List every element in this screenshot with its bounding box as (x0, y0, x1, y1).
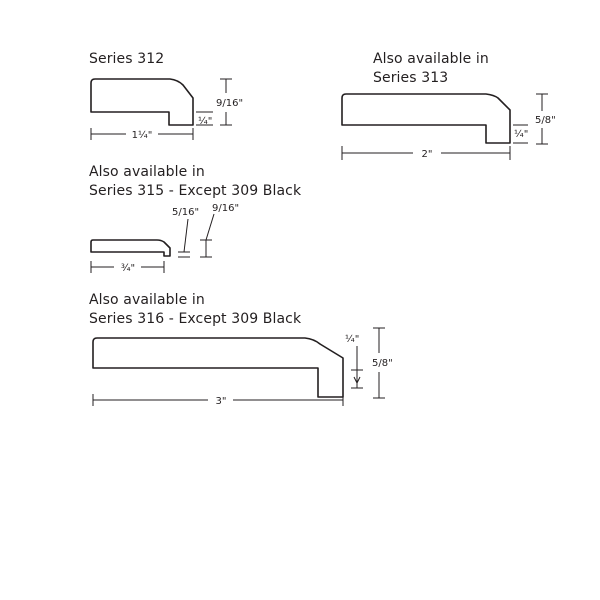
series-313-width-dimension: 2" (341, 146, 511, 160)
series-315-drawing: ¾" 5/16" 9/16" (90, 203, 239, 274)
series-315-caption-line1: Also available in (89, 164, 205, 180)
series-316-caption-line2: Series 316 - Except 309 Black (89, 311, 302, 327)
series-315-height-dimension: 9/16" (200, 203, 239, 258)
series-316-lip-label: ¼" (345, 333, 359, 345)
series-316-lip-dimension: ¼" (345, 333, 363, 389)
series-313-drawing: 2" 5/8" ¼" (341, 93, 556, 160)
series-316-width-label: 3" (216, 396, 227, 407)
series-313-height-label: 5/8" (535, 115, 556, 126)
series-312-height-label: 9/16" (216, 98, 243, 109)
series-313-caption-line2: Series 313 (373, 70, 449, 86)
series-316-caption-line1: Also available in (89, 292, 205, 308)
series-312-height-dimension: 9/16" (216, 78, 243, 126)
series-315-width-dimension: ¾" (90, 261, 165, 274)
series-312-lip-label: ¼" (198, 115, 212, 127)
series-315-profile (90, 239, 171, 257)
series-316-profile (92, 337, 344, 398)
series-312-width-label: 1¼" (132, 129, 153, 141)
series-316-height-label: 5/8" (372, 358, 393, 369)
series-312-title: Series 312 (89, 51, 165, 67)
series-316-drawing: 3" ¼" 5/8" (92, 327, 393, 407)
series-312-profile (90, 78, 194, 126)
series-312-lip-dimension: ¼" (196, 111, 213, 127)
series-313-lip-label: ¼" (514, 128, 528, 140)
series-316-width-dimension: 3" (92, 394, 344, 407)
series-313-width-label: 2" (422, 149, 433, 160)
series-313-height-dimension: 5/8" (535, 93, 556, 145)
series-315-width-label: ¾" (121, 263, 135, 274)
series-313-profile (341, 93, 511, 144)
series-315-lip-dimension: 5/16" (172, 207, 199, 258)
series-316-caption: Also available in Series 316 - Except 30… (89, 291, 301, 329)
series-315-height-label: 9/16" (212, 203, 239, 214)
series-315-lip-label: 5/16" (172, 207, 199, 218)
series-315-caption-line2: Series 315 - Except 309 Black (89, 183, 302, 199)
series-312-caption: Series 312 (89, 50, 164, 69)
series-315-caption: Also available in Series 315 - Except 30… (89, 163, 301, 201)
series-316-height-dimension: 5/8" (372, 327, 393, 399)
series-312-width-dimension: 1¼" (90, 128, 194, 141)
series-313-caption-line1: Also available in (373, 51, 489, 67)
series-313-lip-dimension: ¼" (513, 124, 528, 144)
series-312-drawing: 1¼" 9/16" ¼" (90, 78, 243, 141)
series-313-caption: Also available in Series 313 (373, 50, 489, 88)
